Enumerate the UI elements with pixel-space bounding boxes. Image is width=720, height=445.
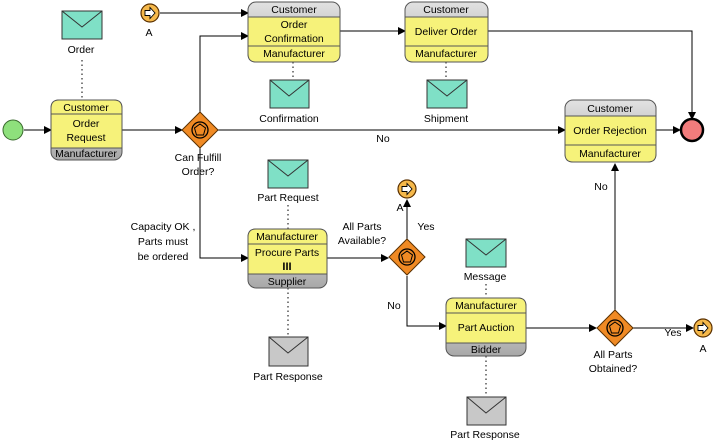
arrow-right-icon xyxy=(401,182,413,196)
participant-bottom: Manufacturer xyxy=(55,148,117,160)
participant-top: Customer xyxy=(587,103,633,115)
flow-label-yes-obtained: Yes xyxy=(664,327,681,339)
end-event[interactable] xyxy=(679,117,705,143)
participant-bottom: Bidder xyxy=(471,344,502,356)
gateway-diamond xyxy=(181,111,219,149)
participant-top: Customer xyxy=(63,102,109,114)
task-name: Confirmation xyxy=(264,33,324,45)
gateway-can-fulfill[interactable]: Can Fulfill Order? xyxy=(175,111,222,178)
link-event-right[interactable]: A xyxy=(693,318,713,355)
flow-label-yes-available: Yes xyxy=(417,221,434,233)
message-label: Part Response xyxy=(450,429,520,441)
envelope-icon xyxy=(61,10,103,40)
task-order-confirmation[interactable]: Customer Order Confirmation Manufacturer xyxy=(247,1,341,63)
flow-can-fulfill-to-order-confirmation xyxy=(199,32,249,112)
gateway-all-parts-obtained[interactable]: All Parts Obtained? xyxy=(589,309,638,375)
sequence-flows xyxy=(24,9,696,332)
pentagon-icon xyxy=(400,250,414,263)
envelope-icon xyxy=(267,159,309,189)
start-event[interactable] xyxy=(2,119,24,141)
participant-bottom: Manufacturer xyxy=(263,48,325,60)
flow-label-capacity: Capacity OK , xyxy=(131,221,196,233)
link-label: A xyxy=(396,202,403,214)
participant-top: Manufacturer xyxy=(256,231,318,243)
task-part-auction[interactable]: Manufacturer Part Auction Bidder xyxy=(445,297,527,357)
pentagon-icon xyxy=(193,123,207,136)
message-order[interactable]: Order xyxy=(61,10,103,56)
participant-bottom: Manufacturer xyxy=(579,148,641,160)
task-name: Part Auction xyxy=(458,322,515,334)
message-part-response-1[interactable]: Part Response xyxy=(253,336,323,383)
flow-label-no-rejection: No xyxy=(376,133,390,145)
gateway-diamond xyxy=(388,238,426,276)
flow-label-no-available: No xyxy=(387,300,401,312)
arrow-right-icon xyxy=(697,321,709,335)
flow-available-to-auction xyxy=(406,276,447,330)
task-order-request[interactable]: Customer Order Request Manufacturer xyxy=(50,99,123,161)
task-procure-parts[interactable]: Manufacturer Procure Parts III Supplier xyxy=(247,228,328,289)
link-label: A xyxy=(699,343,706,355)
task-name: Deliver Order xyxy=(415,26,478,38)
task-name: Order xyxy=(281,19,308,31)
gateway-all-parts-available[interactable]: All Parts Available? xyxy=(338,221,426,276)
task-deliver-order[interactable]: Customer Deliver Order Manufacturer xyxy=(404,1,489,63)
participant-bottom: Manufacturer xyxy=(415,48,477,60)
flow-label-no-obtained: No xyxy=(594,181,608,193)
task-body xyxy=(50,99,123,149)
message-label: Part Request xyxy=(257,192,318,204)
message-label: Part Response xyxy=(253,371,323,383)
participant-top: Customer xyxy=(271,4,317,16)
task-name: Order xyxy=(73,118,100,130)
task-order-rejection[interactable]: Customer Order Rejection Manufacturer xyxy=(564,99,657,163)
multi-instance-marker: III xyxy=(282,261,291,273)
task-name: Procure Parts xyxy=(255,247,319,259)
message-part-request[interactable]: Part Request xyxy=(257,159,319,204)
message-part-response-2[interactable]: Part Response xyxy=(450,396,520,441)
task-name: Request xyxy=(66,132,105,144)
flow-label-capacity: be ordered xyxy=(138,251,189,263)
participant-top: Manufacturer xyxy=(455,300,517,312)
participant-bottom: Supplier xyxy=(268,276,307,288)
envelope-icon xyxy=(465,238,507,268)
gateway-label: Order? xyxy=(182,166,215,178)
gateway-label: All Parts xyxy=(593,349,632,361)
message-shipment[interactable]: Shipment xyxy=(424,79,468,125)
gateway-label: Available? xyxy=(338,235,386,247)
message-label: Message xyxy=(464,271,507,283)
associations xyxy=(81,60,487,396)
pentagon-icon xyxy=(608,321,622,334)
message-label: Order xyxy=(68,44,95,56)
task-body xyxy=(445,297,527,344)
participant-top: Customer xyxy=(423,4,469,16)
gateway-diamond xyxy=(596,309,634,347)
flow-deliver-to-end xyxy=(488,30,696,120)
flow-can-fulfill-to-procure xyxy=(199,148,249,262)
envelope-icon xyxy=(426,79,468,109)
gateway-label: Obtained? xyxy=(589,363,638,375)
message-confirmation[interactable]: Confirmation xyxy=(259,79,319,125)
task-name: Order Rejection xyxy=(573,125,647,137)
flow-label-capacity: Parts must xyxy=(138,236,188,248)
message-message[interactable]: Message xyxy=(464,238,507,283)
arrow-right-icon xyxy=(144,6,156,20)
message-label: Confirmation xyxy=(259,113,319,125)
message-label: Shipment xyxy=(424,113,468,125)
gateway-label: All Parts xyxy=(342,221,381,233)
link-event-top[interactable]: A xyxy=(140,3,160,39)
task-body xyxy=(247,228,328,275)
link-label: A xyxy=(145,27,152,39)
link-event-mid[interactable]: A xyxy=(396,179,417,214)
gateway-label: Can Fulfill xyxy=(175,152,222,164)
